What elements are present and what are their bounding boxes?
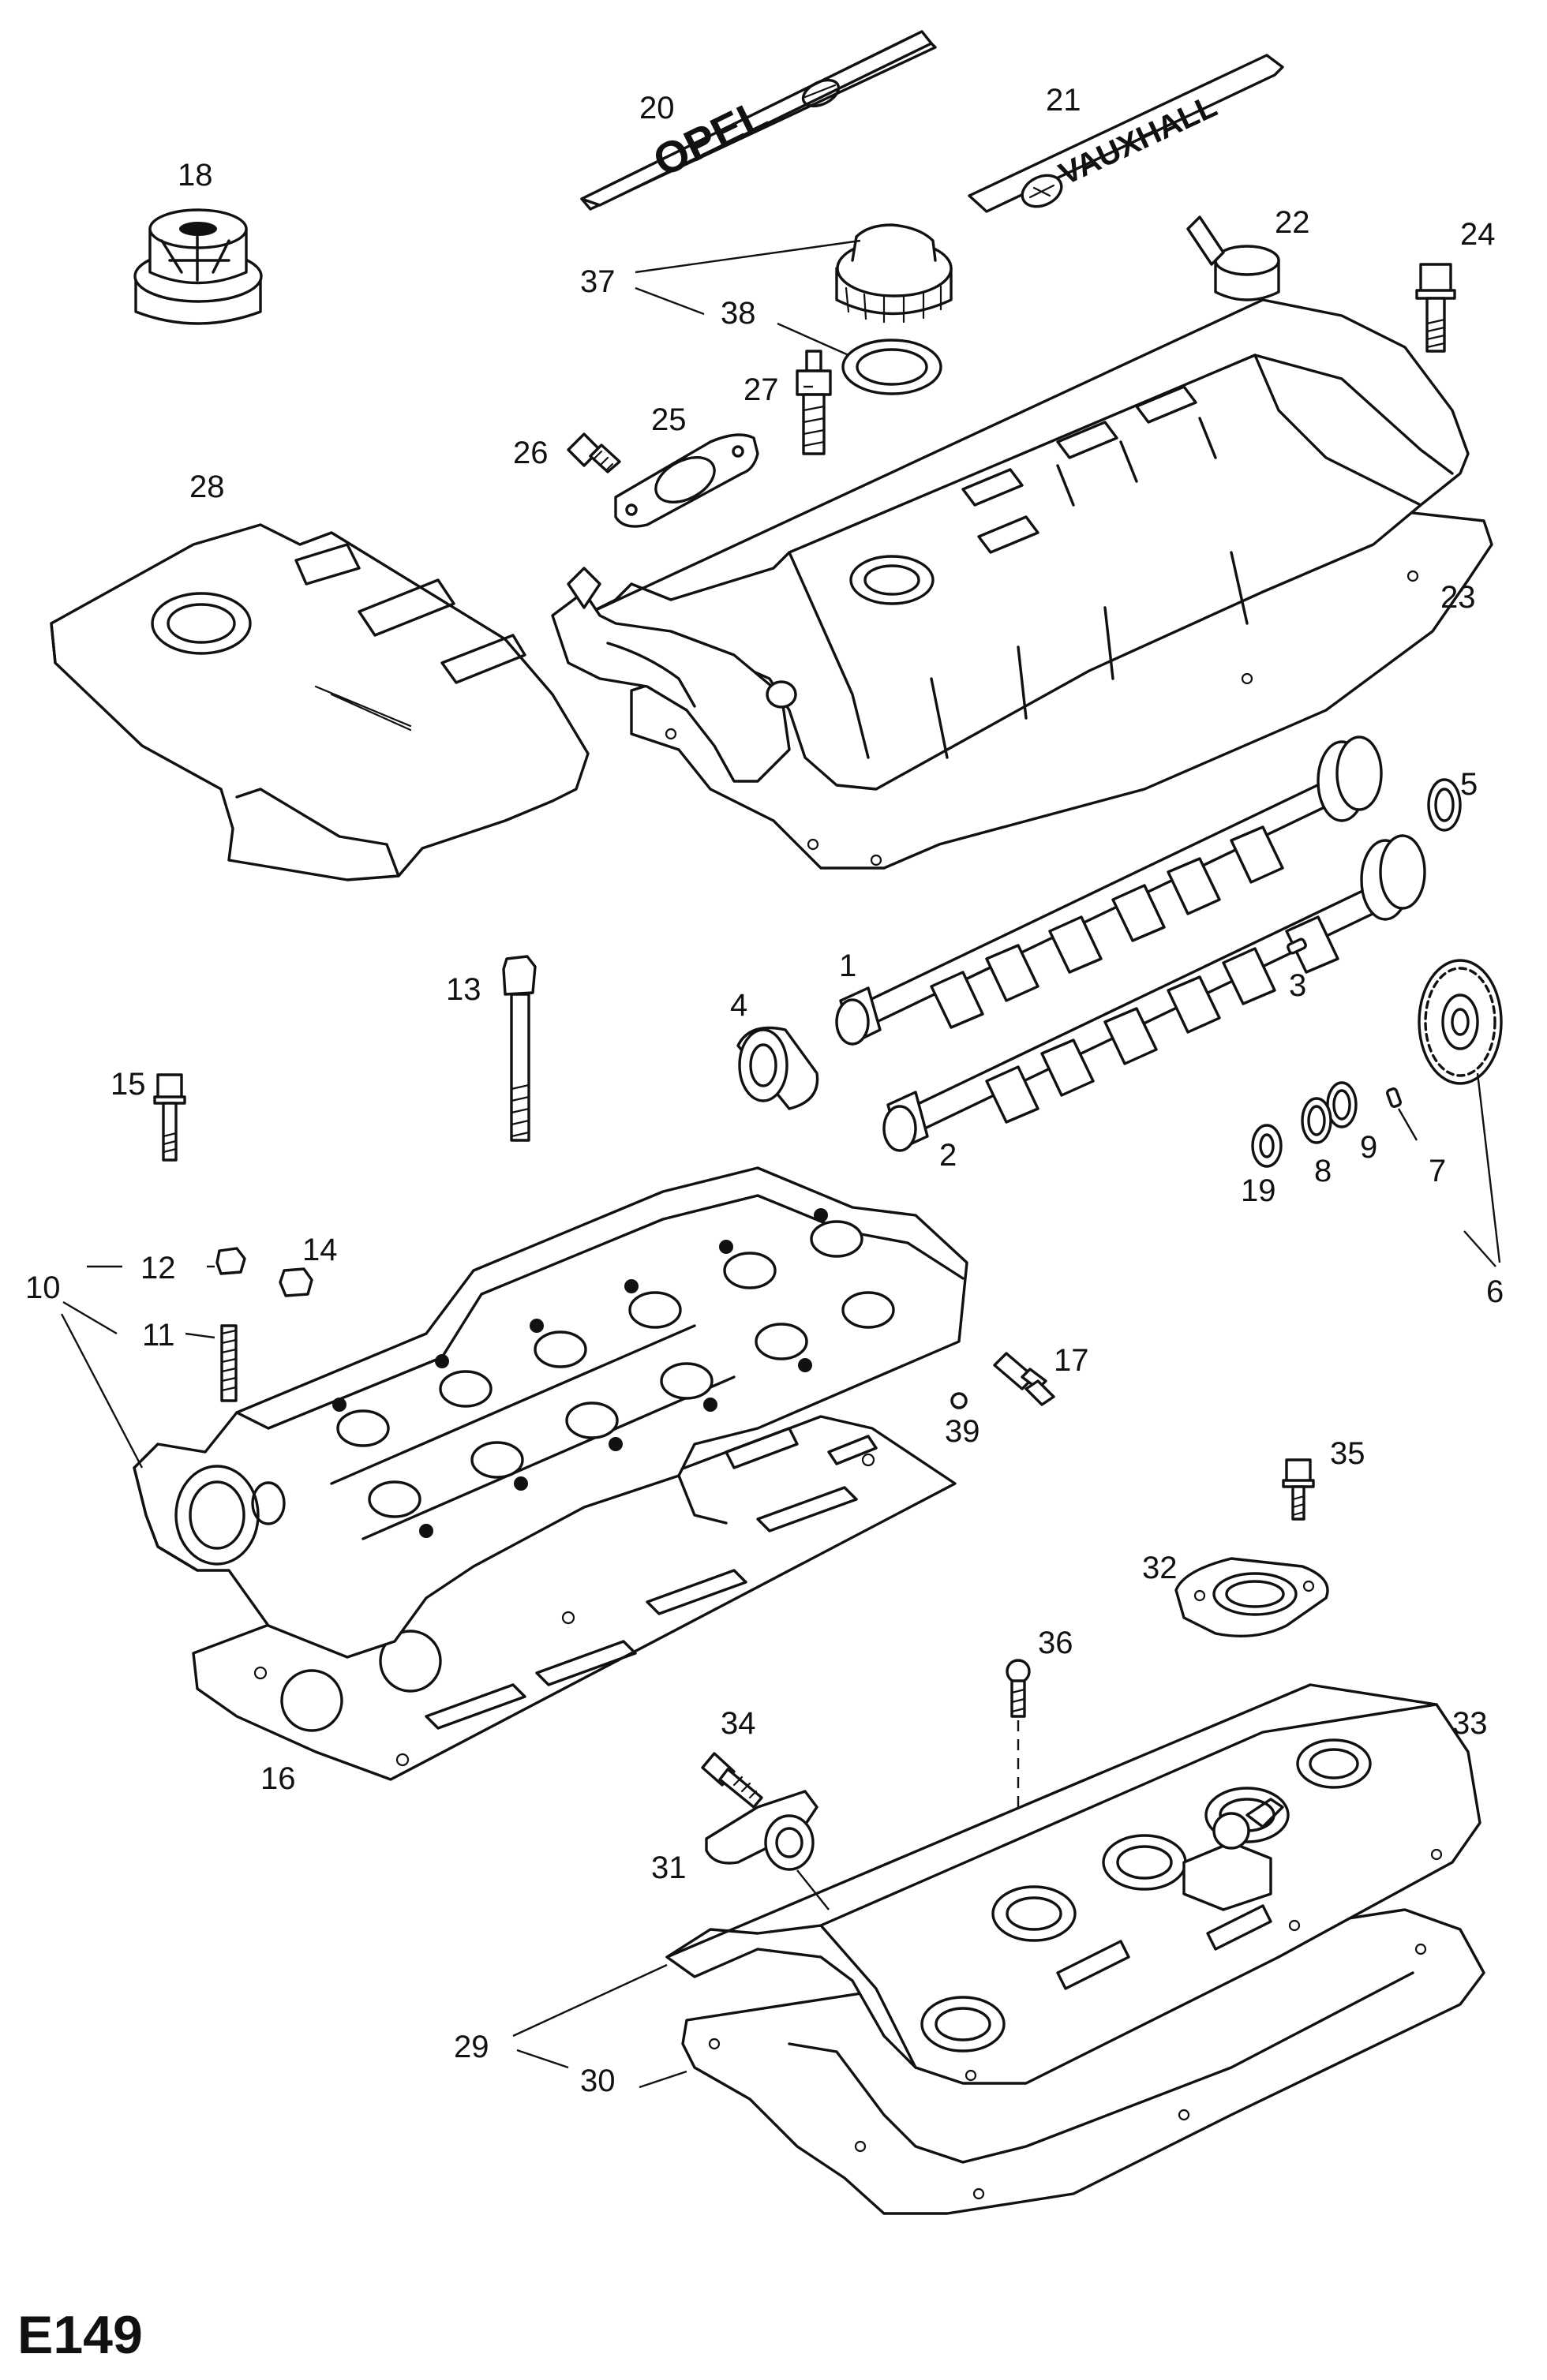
callout-23: 23 [1440, 580, 1476, 615]
diagram-code: E149 [17, 2305, 143, 2365]
callout-4: 4 [730, 988, 747, 1023]
part-23-cover-gasket [630, 480, 1493, 870]
part-14-nut [279, 1267, 313, 1297]
part-15-bolt [153, 1073, 186, 1162]
callout-21: 21 [1046, 83, 1081, 118]
callout-8: 8 [1314, 1154, 1332, 1188]
lower-cover-ports [920, 1738, 1372, 2053]
part-10-cylinder-head [133, 1166, 968, 1659]
opel-logo-icon [801, 78, 841, 108]
part-26-bolt [567, 432, 621, 473]
vauxhall-logo-icon [1021, 174, 1063, 208]
part-16-head-gasket [192, 1415, 957, 1781]
part-30-lower-gasket [681, 1908, 1485, 2215]
callout-29: 29 [454, 2030, 489, 2064]
callout-38: 38 [721, 296, 756, 331]
callout-labels: 1 2 3 4 5 6 7 8 9 10 11 12 13 14 15 16 1… [25, 83, 1504, 2098]
part-37-oil-cap [835, 223, 953, 324]
callout-26: 26 [513, 436, 549, 470]
callout-1: 1 [839, 949, 856, 983]
callout-14: 14 [302, 1233, 338, 1267]
callout-25: 25 [651, 402, 687, 437]
callout-27: 27 [744, 372, 779, 407]
part-39-ball [950, 1392, 968, 1409]
part-36-ball-stud [1006, 1659, 1031, 1718]
head-studs [332, 1208, 828, 1538]
part-29-lower-cover [665, 1683, 1481, 2085]
callout-9: 9 [1360, 1130, 1377, 1165]
callout-31: 31 [651, 1850, 687, 1885]
part-20-opel-plate: OPEL [580, 30, 937, 211]
part-6-timing-gear [1418, 959, 1503, 1085]
part-2-camshaft-lower [882, 834, 1426, 1152]
upper-cam-lobes [930, 825, 1284, 1029]
part-25-flange [614, 433, 759, 528]
callout-30: 30 [580, 2064, 616, 2098]
callout-15: 15 [110, 1067, 146, 1102]
part-27-sensor [796, 350, 832, 455]
part-22-camshaft-cover [551, 215, 1470, 791]
callout-16: 16 [260, 1761, 296, 1796]
callout-10: 10 [25, 1270, 61, 1305]
callout-17: 17 [1054, 1343, 1089, 1378]
callout-2: 2 [939, 1138, 957, 1173]
part-18-breather-cap [133, 208, 263, 325]
leader-lines [60, 239, 1501, 2089]
callout-19: 19 [1241, 1173, 1276, 1208]
callout-11: 11 [142, 1318, 175, 1353]
part-35-bolt [1282, 1458, 1315, 1521]
part-31-tensioner [705, 1790, 818, 1871]
callout-34: 34 [721, 1706, 756, 1741]
callout-28: 28 [189, 470, 225, 504]
part-17-bolt [993, 1352, 1055, 1406]
callout-33: 33 [1452, 1706, 1488, 1741]
part-4-shaft-seal [736, 1026, 819, 1110]
callout-3: 3 [1289, 968, 1306, 1003]
callout-37: 37 [580, 264, 616, 299]
part-13-bolt [502, 955, 537, 1142]
callout-22: 22 [1275, 205, 1310, 240]
part-9-washer [1326, 1081, 1358, 1128]
part-12-nut [215, 1247, 246, 1275]
part-1-camshaft-upper [835, 735, 1383, 1046]
part-3-dowel-pin [1287, 937, 1307, 955]
lower-cam-lobes [985, 915, 1339, 1124]
callout-13: 13 [446, 972, 481, 1007]
callout-39: 39 [945, 1414, 980, 1449]
callout-12: 12 [140, 1251, 176, 1285]
part-34-bolt [701, 1752, 763, 1809]
callout-6: 6 [1486, 1274, 1504, 1309]
part-38-seal-ring [841, 339, 942, 395]
cam-bearing-caps [336, 1220, 895, 1518]
part-7-pin [1386, 1087, 1402, 1108]
callout-32: 32 [1142, 1551, 1178, 1585]
part-5-seal-ring [1427, 778, 1462, 832]
callout-36: 36 [1038, 1626, 1073, 1660]
callout-5: 5 [1460, 767, 1478, 802]
callout-35: 35 [1330, 1436, 1365, 1471]
callout-20: 20 [639, 91, 675, 125]
part-8-washer [1301, 1097, 1332, 1144]
part-19-washer [1251, 1124, 1283, 1168]
part-24-bolt [1415, 263, 1456, 353]
callout-24: 24 [1460, 217, 1496, 252]
part-11-stud [220, 1324, 238, 1402]
callout-18: 18 [178, 158, 213, 193]
part-32-flange [1174, 1557, 1329, 1637]
part-28-engine-cover [50, 523, 590, 881]
callout-7: 7 [1429, 1154, 1446, 1188]
